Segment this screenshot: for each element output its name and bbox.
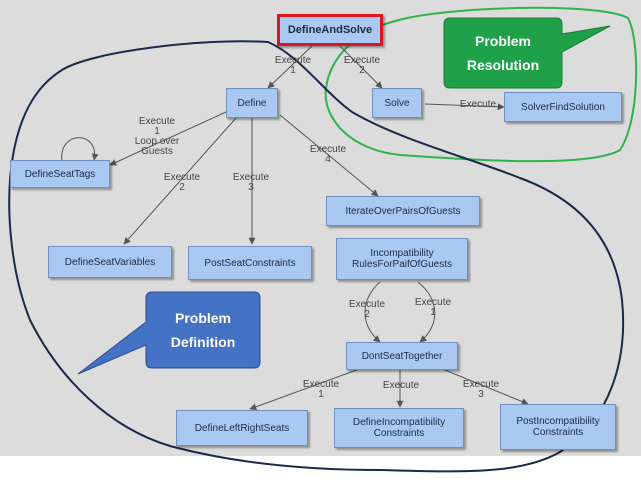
- label-root-to-define: Execute 1: [274, 55, 312, 76]
- edge-root-to-solve: [339, 45, 383, 89]
- problem-definition-callout-shape: [77, 291, 261, 375]
- node-define-seat-variables[interactable]: DefineSeatVariables: [48, 246, 172, 278]
- edge-root-to-define: [267, 45, 313, 89]
- edge-dont-to-left-right: [249, 367, 363, 411]
- label-define-to-seat-variables: Execute 2: [163, 172, 201, 193]
- edge-rules-to-dont-right: [417, 281, 436, 343]
- node-post-seat-constraints[interactable]: PostSeatConstraints: [188, 246, 312, 280]
- node-define-and-solve[interactable]: DefineAndSolve: [277, 14, 383, 46]
- problem-definition-region: [8, 40, 625, 473]
- node-incompatibility-rules[interactable]: Incompatibility RulesForPaifOfGuests: [336, 238, 468, 280]
- problem-definition-callout: Problem Definition: [170, 310, 236, 350]
- edge-rules-to-dont-left: [364, 281, 381, 343]
- node-dont-seat-together[interactable]: DontSeatTogether: [346, 342, 458, 370]
- label-rules-to-dont-right: Execute 1: [414, 297, 452, 318]
- node-post-incompatibility-constraints[interactable]: PostIncompatibility Constraints: [500, 404, 616, 450]
- label-dont-to-post-incompat: Execute 3: [462, 379, 500, 400]
- node-define-seat-tags[interactable]: DefineSeatTags: [10, 160, 110, 188]
- label-dont-to-incompat-def: Execute: [382, 380, 420, 391]
- node-define[interactable]: Define: [226, 88, 278, 118]
- problem-resolution-callout-shape: [443, 17, 611, 89]
- edge-define-to-seat-tags: [109, 111, 227, 166]
- node-define-incompatibility-constraints[interactable]: DefineIncompatibility Constraints: [334, 408, 464, 448]
- edge-seat-tags-loop: [61, 137, 99, 162]
- label-solve-to-solver: Execute: [459, 99, 497, 110]
- edge-solve-to-solver: [424, 103, 505, 111]
- node-solver-find-solution[interactable]: SolverFindSolution: [504, 92, 622, 122]
- label-dont-to-left-right: Execute 1: [302, 379, 340, 400]
- edge-define-to-iterate: [279, 114, 379, 197]
- label-define-to-post-seat: Execute 3: [232, 172, 270, 193]
- problem-resolution-callout: Problem Resolution: [466, 33, 540, 73]
- label-define-to-iterate: Execute 4: [309, 144, 347, 165]
- edge-dont-to-post-incompat: [439, 367, 529, 405]
- node-solve[interactable]: Solve: [372, 88, 422, 118]
- label-define-to-seat-tags: Execute 1 Loop over Guests: [134, 116, 180, 157]
- node-iterate-over-pairs[interactable]: IterateOverPairsOfGuests: [326, 196, 480, 226]
- edge-define-to-seat-variables: [123, 117, 237, 245]
- label-rules-to-dont-left: Execute 2: [348, 299, 386, 320]
- label-root-to-solve: Execute 2: [343, 55, 381, 76]
- node-define-left-right-seats[interactable]: DefineLeftRightSeats: [176, 410, 308, 446]
